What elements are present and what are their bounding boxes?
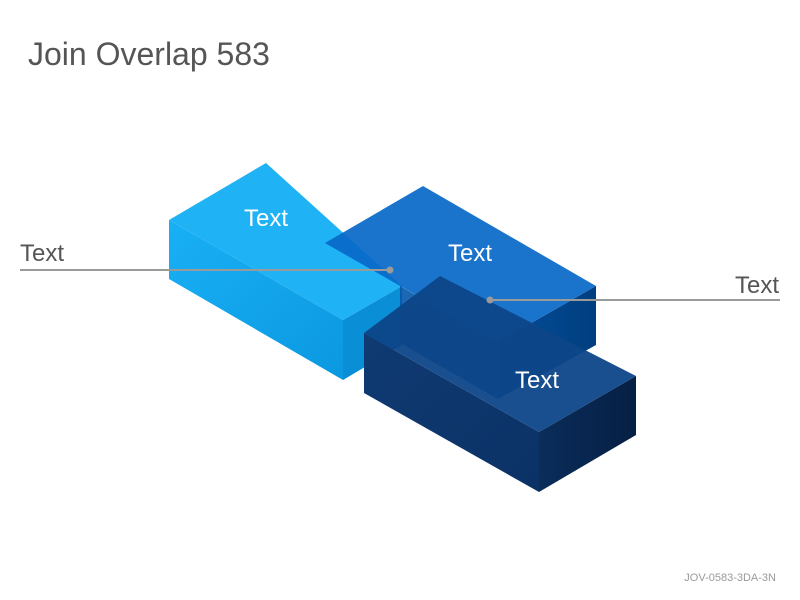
callout-right: Text	[486, 272, 780, 304]
block-2-top-face	[325, 186, 596, 342]
page-title: Join Overlap 583	[28, 36, 270, 72]
callout-left-dot	[386, 266, 394, 274]
callout-right-label: Text	[735, 272, 779, 299]
block-3-top-face	[364, 276, 636, 432]
callout-right-dot	[486, 296, 494, 304]
block-1-label: Text	[244, 205, 288, 232]
block-3: Text	[364, 276, 636, 492]
block-1-left-face	[169, 220, 343, 380]
block-3-label: Text	[515, 367, 559, 394]
block-2-label: Text	[448, 240, 492, 267]
block-1-top-face	[169, 163, 402, 320]
block-3-left-face	[364, 333, 539, 492]
block-3-right-face	[539, 376, 636, 492]
callout-left: Text	[20, 240, 394, 274]
diagram-code: JOV-0583-3DA-3N	[684, 572, 776, 584]
callout-left-label: Text	[20, 240, 64, 267]
